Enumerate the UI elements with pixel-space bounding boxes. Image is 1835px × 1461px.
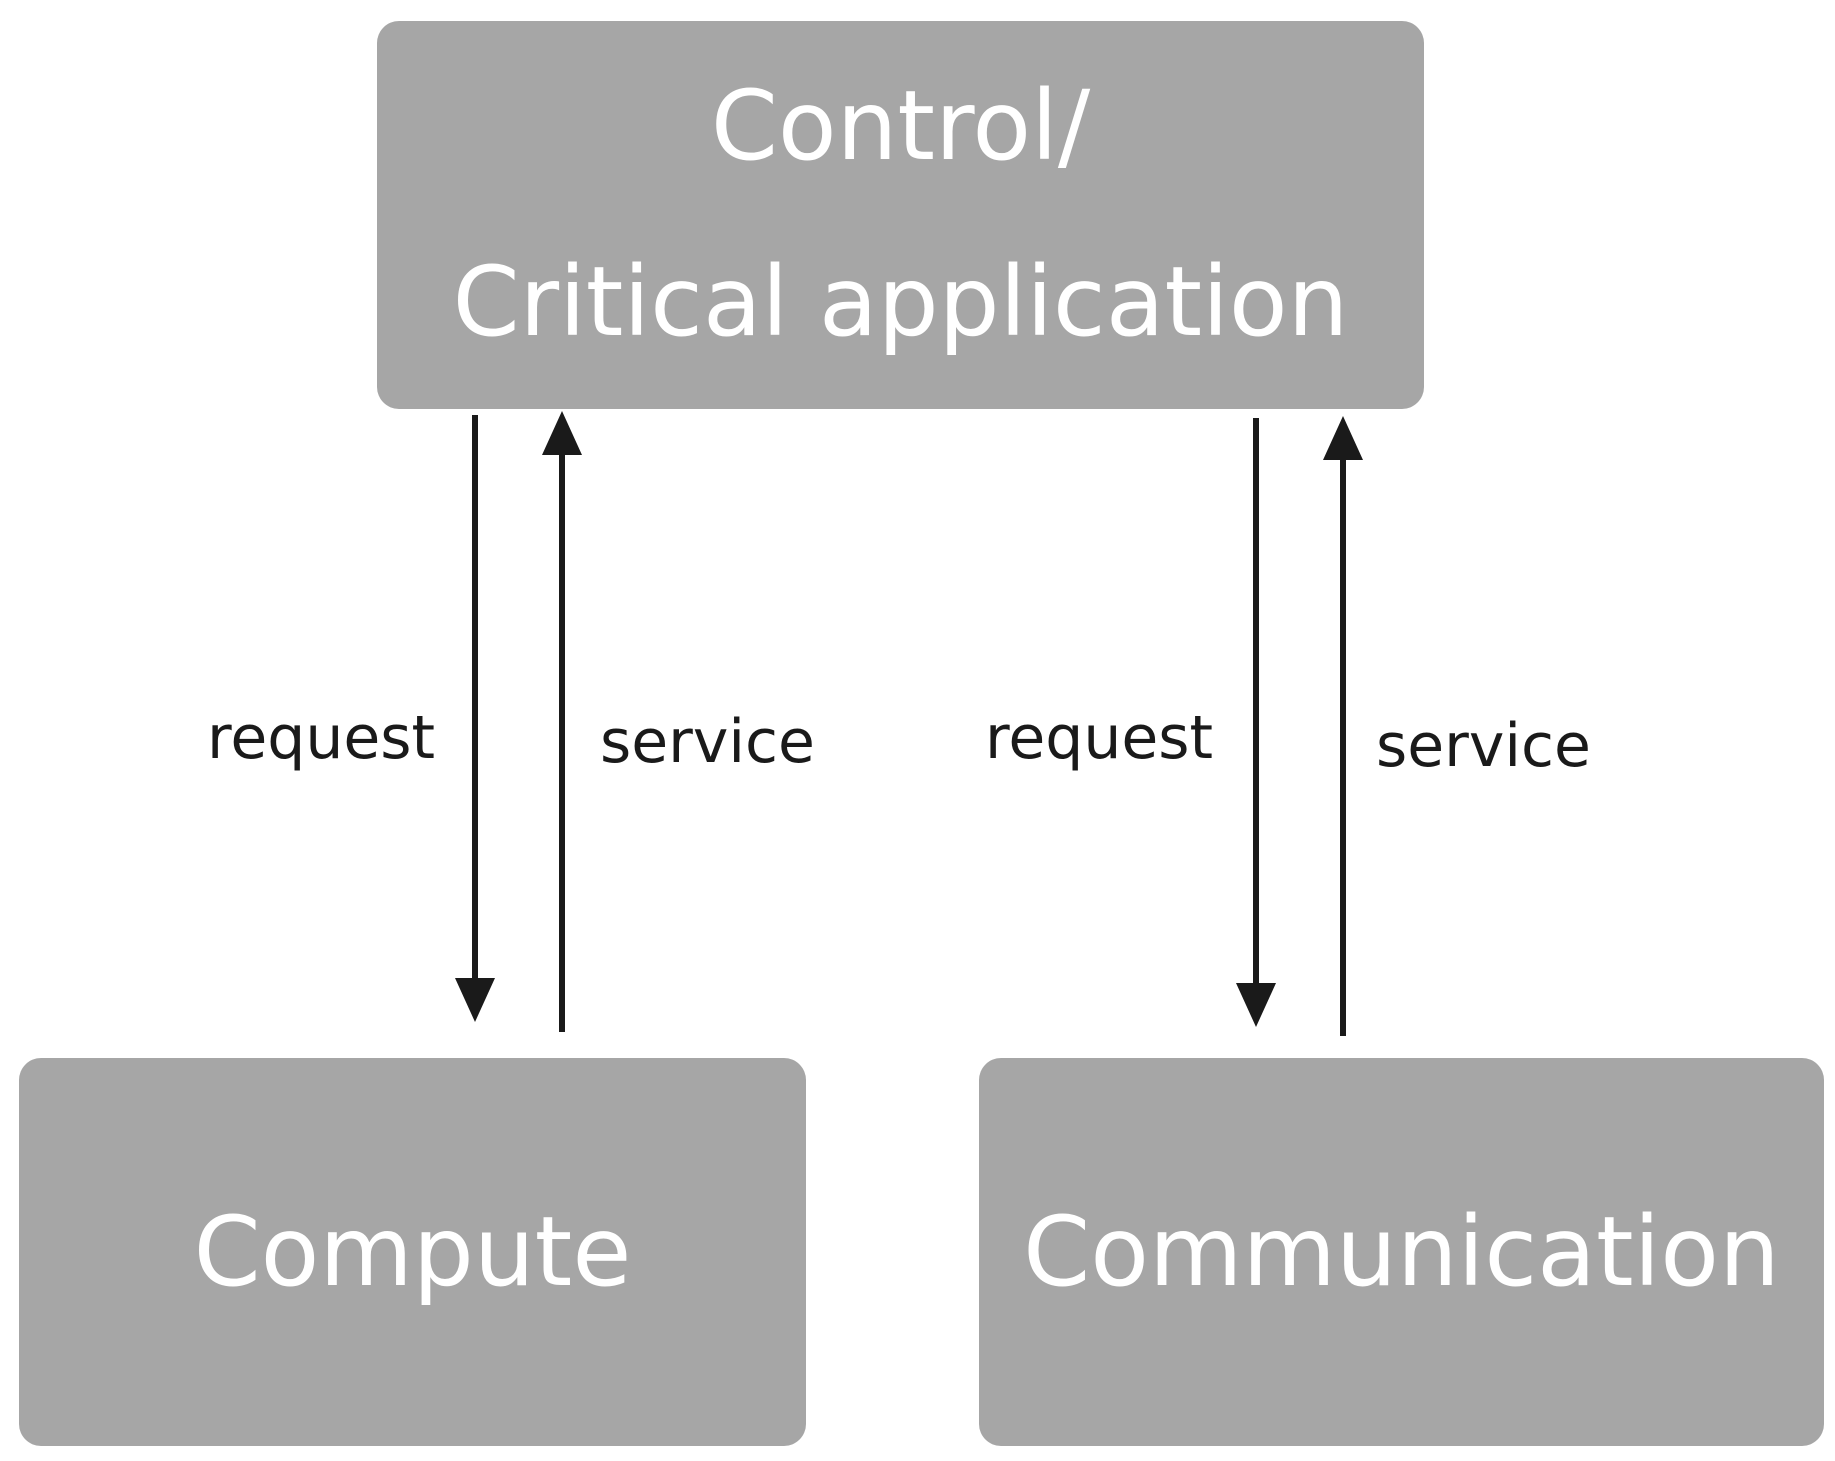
communication-service-arrow xyxy=(1323,416,1363,1036)
compute-service-label: service xyxy=(600,707,815,777)
communication-service-label: service xyxy=(1376,711,1591,781)
communication-request-label: request xyxy=(985,703,1214,773)
communication-box: Communication xyxy=(979,1058,1824,1446)
compute-label: Compute xyxy=(193,1196,632,1308)
control-critical-application-box: Control/ Critical application xyxy=(377,21,1424,409)
communication-label: Communication xyxy=(1023,1196,1780,1308)
control-label: Control/ xyxy=(710,70,1091,182)
compute-request-label: request xyxy=(207,703,436,773)
compute-request-arrow xyxy=(455,415,495,1022)
communication-request-arrow xyxy=(1236,418,1276,1027)
critical-application-label: Critical application xyxy=(452,246,1349,358)
compute-service-arrow xyxy=(542,411,582,1032)
compute-box: Compute xyxy=(19,1058,806,1446)
